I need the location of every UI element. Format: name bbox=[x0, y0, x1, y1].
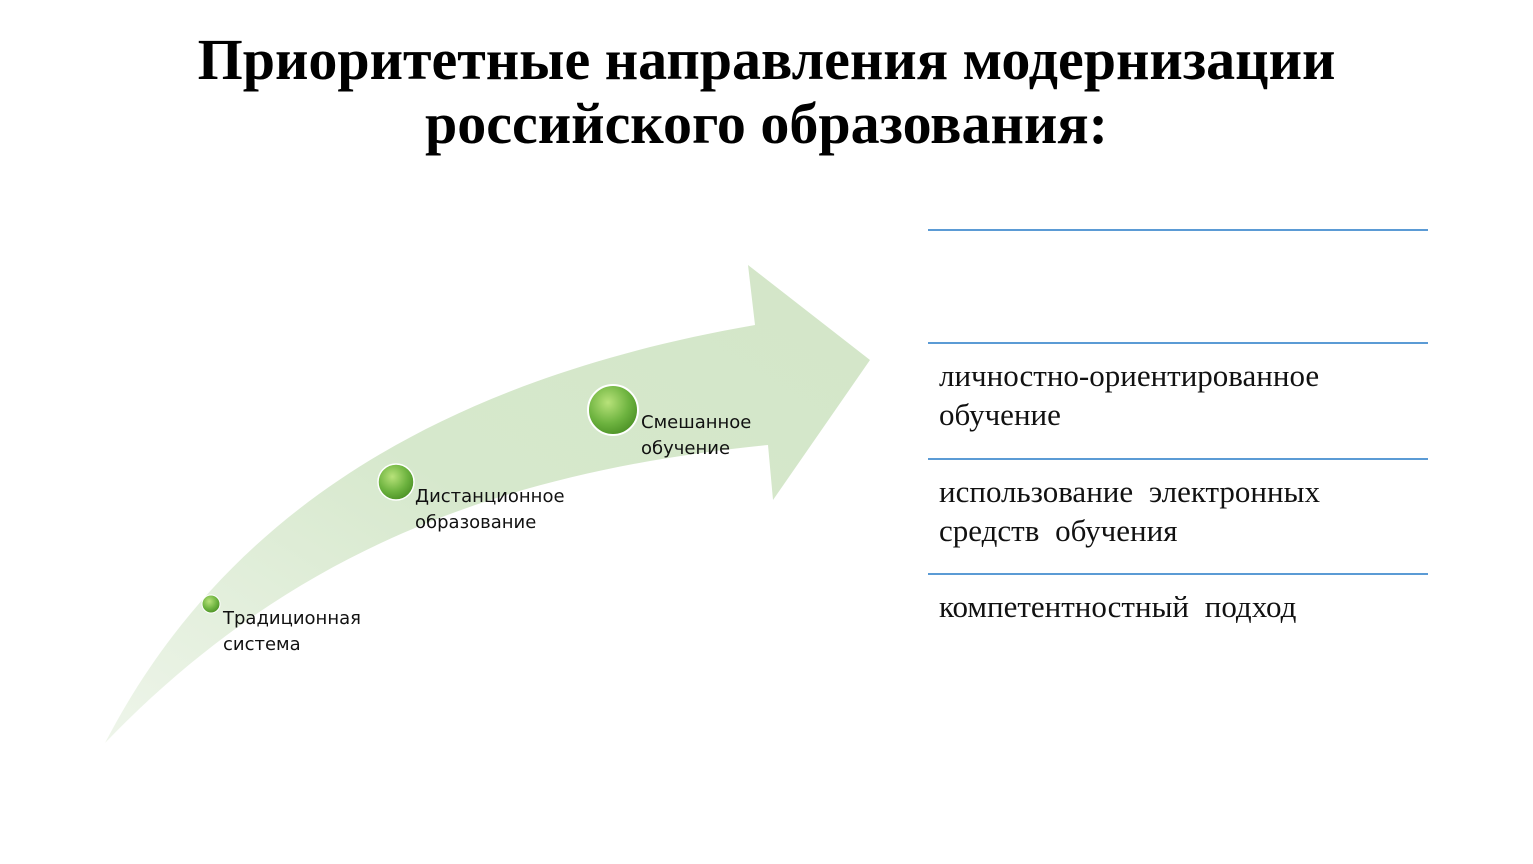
direction-item-empty bbox=[928, 229, 1428, 342]
stage-label-line: Дистанционное bbox=[415, 486, 565, 507]
title-line-2: российского образования: bbox=[424, 91, 1108, 156]
slide-title: Приоритетные направления модернизации ро… bbox=[0, 28, 1533, 156]
arrow-shape bbox=[105, 265, 870, 743]
direction-item: личностно-ориентированное обучение bbox=[928, 342, 1428, 458]
stage-node-1 bbox=[201, 594, 221, 614]
stage-label-line: система bbox=[223, 634, 301, 655]
stage-label-traditional: Традиционная система bbox=[223, 606, 361, 658]
stage-label-line: Традиционная bbox=[223, 608, 361, 629]
title-line-1: Приоритетные направления модернизации bbox=[197, 27, 1336, 92]
stage-label-line: обучение bbox=[641, 438, 731, 459]
stage-label-line: Смешанное bbox=[641, 412, 752, 433]
directions-list: личностно-ориентированное обучение испол… bbox=[928, 229, 1428, 686]
stage-node-3 bbox=[587, 384, 639, 436]
direction-item: использование электронных средств обучен… bbox=[928, 458, 1428, 573]
direction-item: компетентностный подход bbox=[928, 573, 1428, 686]
stage-label-blended: Смешанное обучение bbox=[641, 410, 751, 462]
stage-label-line: образование bbox=[415, 512, 537, 533]
stage-label-distance: Дистанционное образование bbox=[415, 484, 565, 536]
stage-node-2 bbox=[377, 463, 415, 501]
